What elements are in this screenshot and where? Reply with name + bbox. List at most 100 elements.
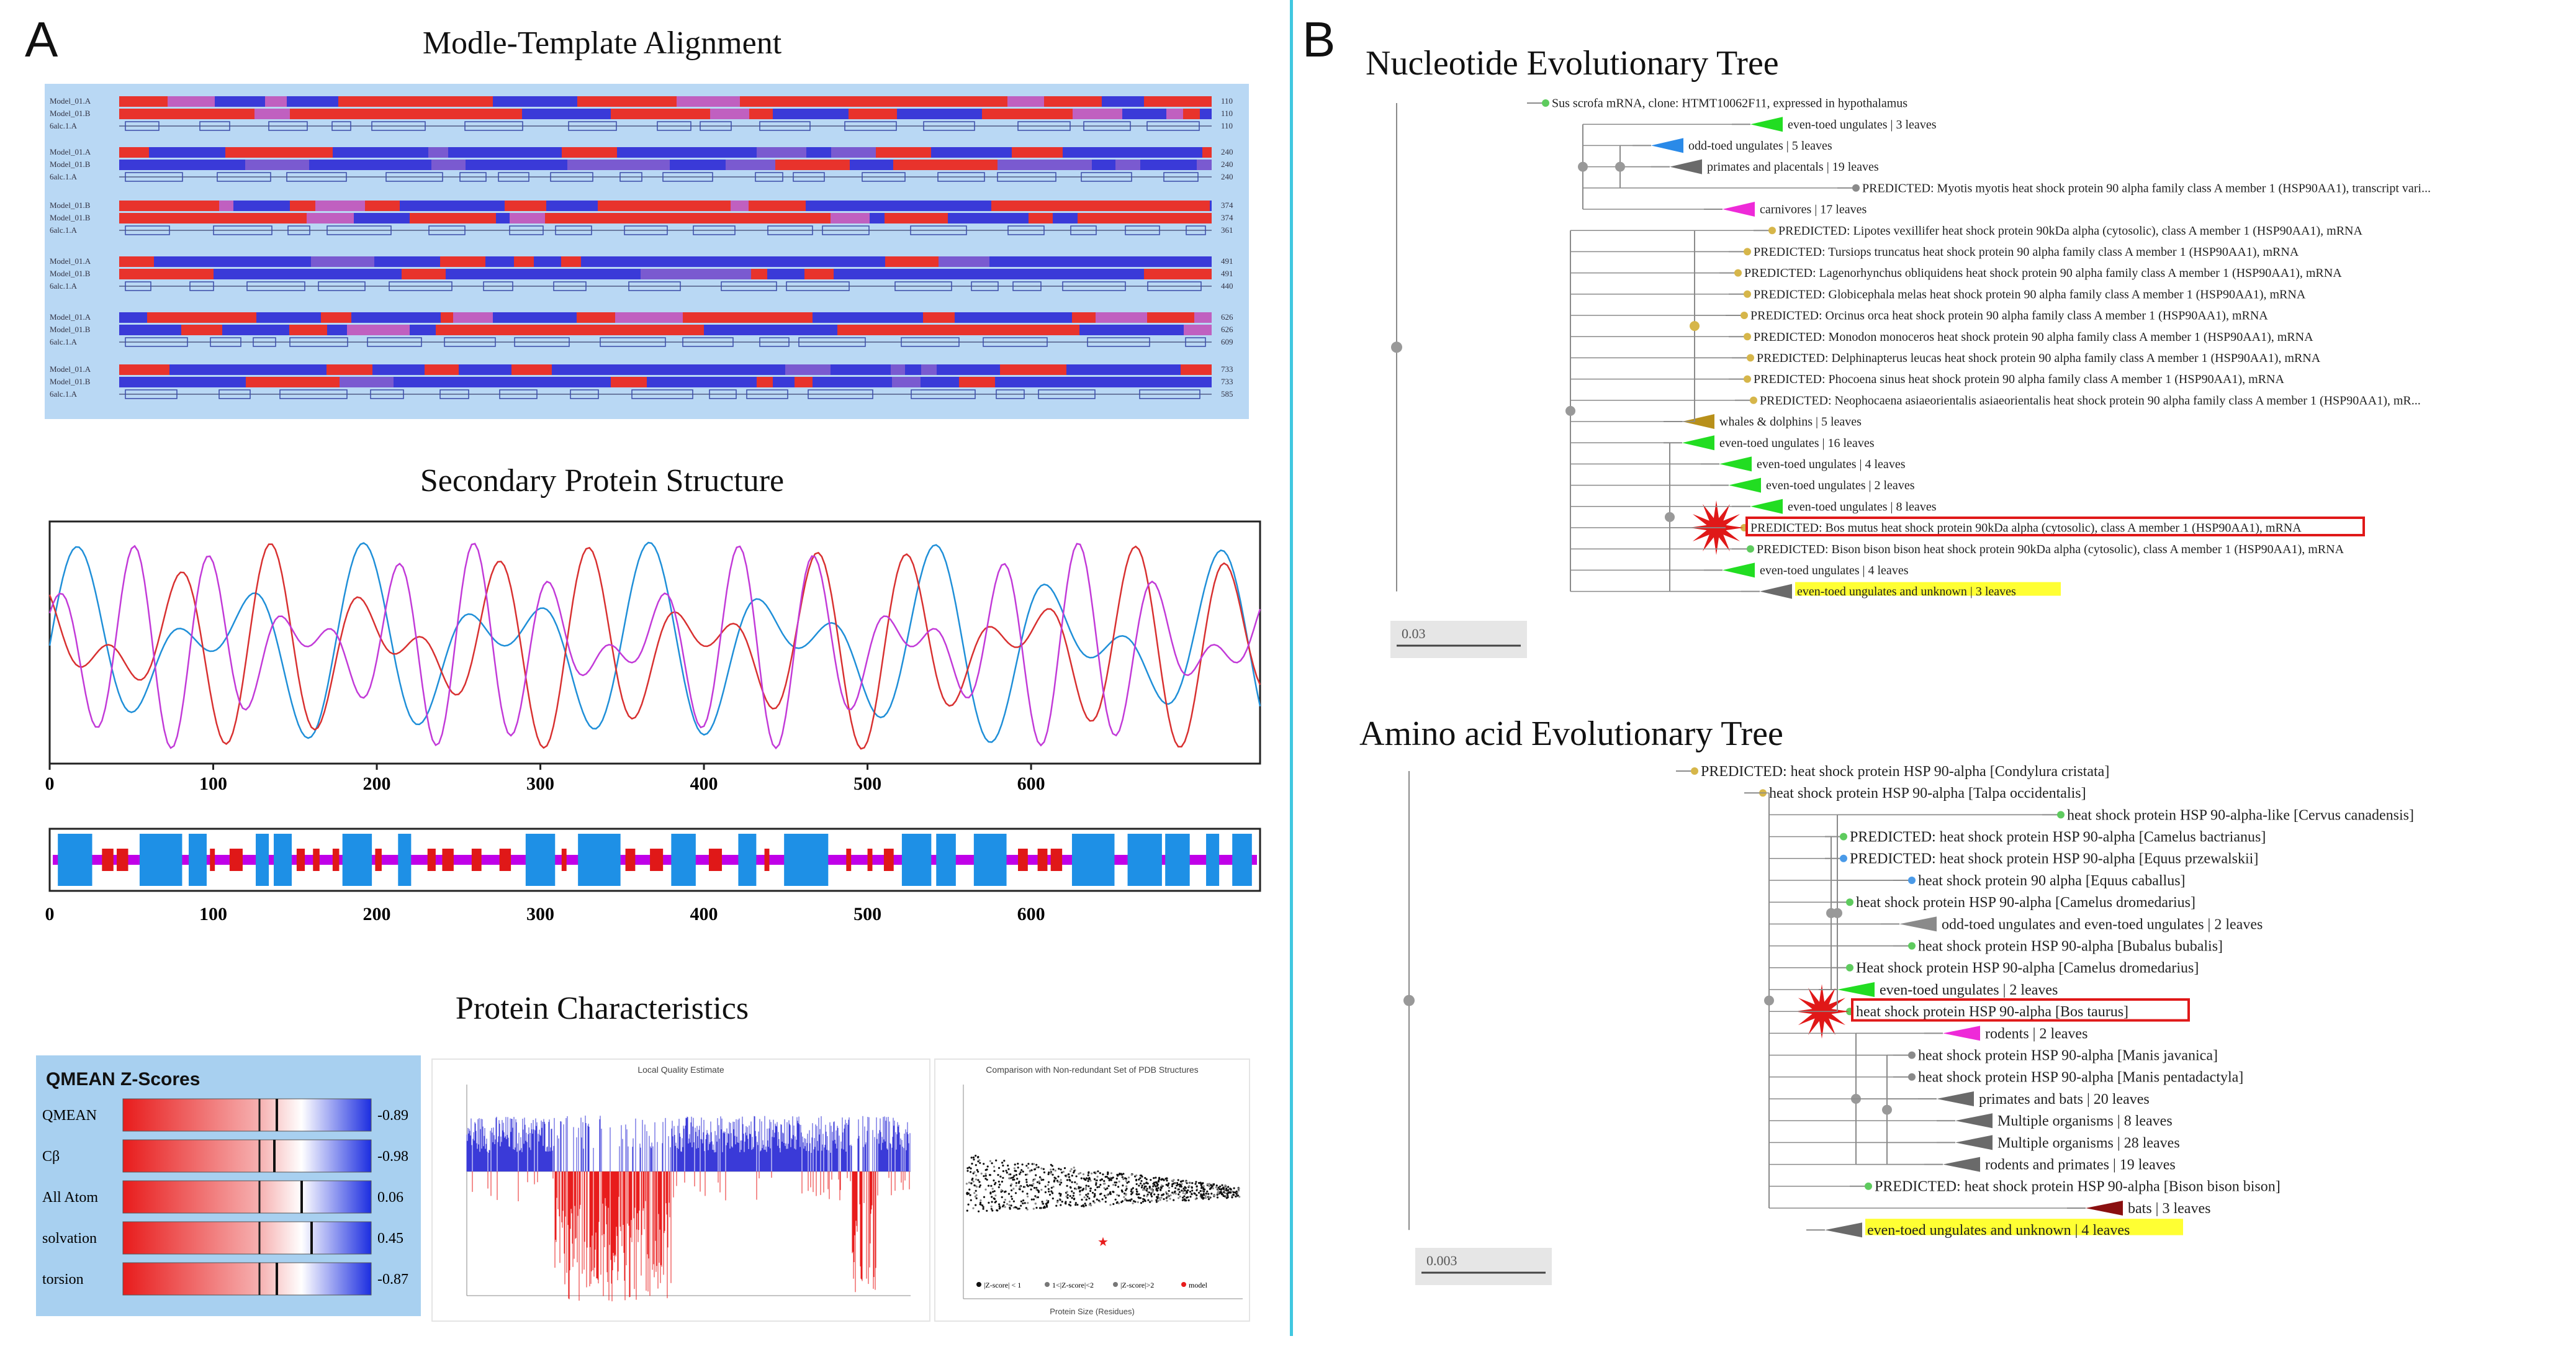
- comparison-point: [1022, 1199, 1025, 1202]
- track-tick-label: 300: [526, 904, 554, 924]
- comparison-point: [967, 1203, 970, 1206]
- alignment-residue-segment: [547, 269, 592, 279]
- comparison-point: [1085, 1198, 1088, 1201]
- tree-collapsed-clade: [1760, 584, 1792, 599]
- comparison-point: [1117, 1202, 1120, 1204]
- alignment-residue-segment: [326, 109, 352, 119]
- alignment-template-element: [1147, 281, 1202, 291]
- comparison-point: [1150, 1188, 1153, 1191]
- track-tick-label: 200: [363, 904, 391, 924]
- comparison-point: [1089, 1189, 1092, 1192]
- alignment-template-element: [1125, 225, 1160, 235]
- comparison-point: [1072, 1194, 1074, 1197]
- comparison-point: [1022, 1202, 1024, 1204]
- alignment-residue-segment: [1054, 377, 1119, 387]
- track-tick-label: 400: [690, 904, 718, 924]
- comparison-point: [1224, 1184, 1227, 1186]
- comparison-point: [1207, 1193, 1210, 1195]
- alignment-residue-segment: [402, 269, 446, 279]
- tree-leaf-label: even-toed ungulates | 4 leaves: [1760, 564, 1909, 577]
- comparison-point: [1068, 1176, 1070, 1178]
- comparison-point: [1191, 1186, 1193, 1188]
- qmean-gradient-bar: [122, 1139, 372, 1173]
- alignment-residue-segment: [695, 364, 724, 375]
- alignment-residue-segment: [596, 96, 649, 107]
- tree-leaf-label: carnivores | 17 leaves: [1760, 203, 1867, 217]
- comparison-point: [1033, 1186, 1036, 1189]
- comparison-point: [998, 1186, 1000, 1188]
- comparison-legend-marker: [1045, 1282, 1050, 1287]
- comparison-point: [1199, 1189, 1202, 1193]
- comparison-point: [1006, 1171, 1008, 1174]
- comparison-point: [1230, 1191, 1232, 1194]
- comparison-point: [1025, 1181, 1028, 1183]
- comparison-point: [1137, 1196, 1140, 1199]
- alignment-residue-segment: [1179, 256, 1212, 267]
- alignment-template-element: [746, 389, 788, 399]
- comparison-point: [1088, 1203, 1091, 1206]
- alignment-residue-segment: [1119, 377, 1162, 387]
- alignment-residue-segment: [1166, 109, 1183, 119]
- tree-leaf-dot: [1542, 99, 1549, 107]
- comparison-point: [1216, 1193, 1218, 1196]
- comparison-point: [1088, 1197, 1091, 1199]
- comparison-point: [1064, 1175, 1067, 1177]
- comparison-point: [1210, 1184, 1212, 1186]
- comparison-point: [1217, 1192, 1219, 1194]
- alignment-residue-segment: [773, 109, 835, 119]
- alignment-template-element: [253, 337, 276, 347]
- comparison-point: [1106, 1194, 1109, 1196]
- comparison-point: [1148, 1186, 1151, 1189]
- comparison-point: [1082, 1173, 1085, 1176]
- alignment-residue-segment: [659, 213, 708, 223]
- alignment-residue-segment: [757, 377, 773, 387]
- comparison-point: [1002, 1176, 1004, 1179]
- alignment-template-element: [370, 389, 404, 399]
- alignment-residue-segment: [246, 377, 290, 387]
- comparison-point: [1122, 1177, 1125, 1180]
- comparison-point: [1114, 1184, 1117, 1186]
- comparison-point: [1146, 1188, 1148, 1190]
- comparison-point: [1146, 1182, 1149, 1185]
- comparison-point: [1090, 1204, 1092, 1207]
- comparison-point: [1180, 1180, 1182, 1183]
- alignment-residue-segment: [893, 325, 924, 335]
- comparison-point: [1019, 1171, 1022, 1173]
- alignment-residue-segment: [290, 201, 315, 211]
- comparison-point: [1147, 1199, 1150, 1201]
- comparison-point: [1017, 1167, 1019, 1169]
- comparison-point: [1035, 1186, 1038, 1189]
- comparison-point: [984, 1173, 987, 1175]
- tree-leaf-label: PREDICTED: Orcinus orca heat shock prote…: [1750, 309, 2268, 323]
- comparison-point: [1031, 1163, 1034, 1165]
- comparison-point: [1182, 1196, 1184, 1199]
- comparison-point: [1108, 1179, 1110, 1181]
- tree-leaf-label: even-toed ungulates | 16 leaves: [1719, 436, 1875, 450]
- comparison-point: [1019, 1185, 1021, 1188]
- alignment-residue-segment: [657, 256, 719, 267]
- alignment-residue-segment: [545, 213, 593, 223]
- comparison-point: [1042, 1203, 1045, 1205]
- comparison-point: [1146, 1195, 1148, 1198]
- alignment-template-element: [1163, 172, 1199, 182]
- alignment-template-element: [189, 281, 214, 291]
- alignment-residue-segment: [1050, 160, 1092, 170]
- comparison-point: [1136, 1191, 1138, 1193]
- comparison-point: [1110, 1172, 1113, 1175]
- tree-leaf-label: even-toed ungulates | 4 leaves: [1757, 458, 1906, 471]
- comparison-model-star: ★: [1097, 1235, 1109, 1249]
- comparison-point: [1038, 1176, 1042, 1178]
- alignment-residue-segment: [1044, 96, 1102, 107]
- alignment-residue-segment: [751, 269, 767, 279]
- ss-helix-block: [398, 834, 412, 886]
- comparison-point: [992, 1191, 994, 1193]
- alignment-template-element: [709, 389, 737, 399]
- alignment-residue-segment: [615, 312, 683, 323]
- comparison-point: [974, 1195, 976, 1198]
- tree-scale-bg: [1415, 1248, 1552, 1285]
- comparison-point: [1061, 1171, 1063, 1174]
- ss-strand-block: [296, 849, 305, 871]
- comparison-point: [1204, 1197, 1207, 1199]
- alignment-residue-segment: [935, 213, 948, 223]
- comparison-point: [1232, 1193, 1235, 1196]
